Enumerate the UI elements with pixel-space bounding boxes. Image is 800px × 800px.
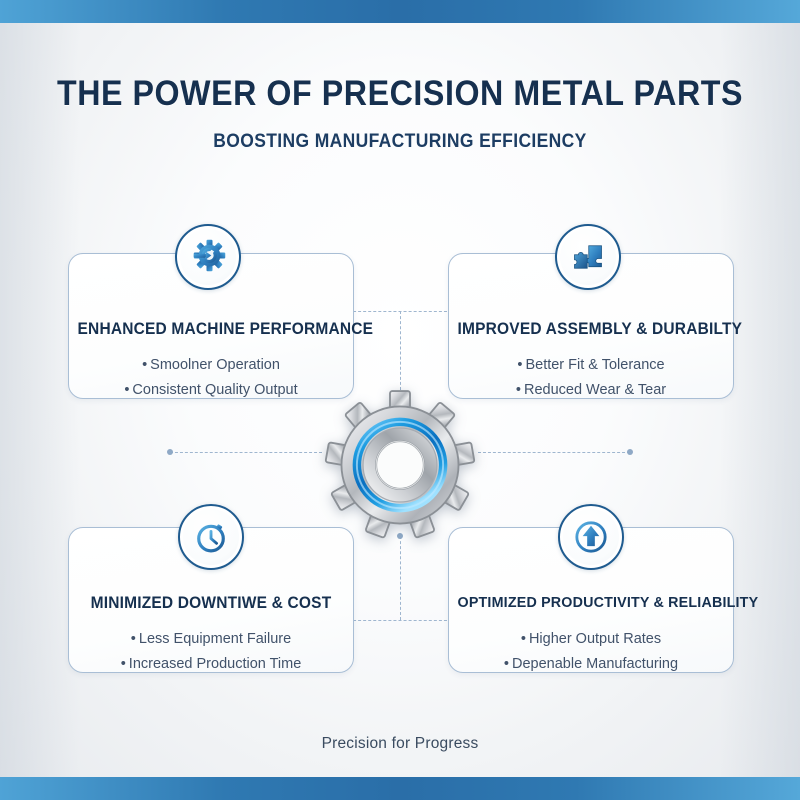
list-item-label: Increased Production Time: [128, 656, 302, 672]
bullet-marker: •: [520, 631, 526, 647]
card-bullet-list: •Better Fit & Tolerance •Reduced Wear & …: [449, 353, 733, 403]
bullet-marker: •: [517, 357, 523, 373]
list-item-label: Smoolner Operation: [150, 357, 280, 373]
bottom-accent-band: [0, 777, 800, 800]
card-bullet-list: •Higher Output Rates •Depenable Manufact…: [449, 627, 733, 677]
connector-top-vertical: [400, 311, 401, 395]
bullet-marker: •: [130, 631, 136, 647]
gear-icon: [324, 390, 476, 539]
stopwatch-icon-badge: [178, 504, 244, 570]
list-item: •Reduced Wear & Tear: [449, 378, 733, 403]
list-item: •Smoolner Operation: [69, 353, 353, 378]
bullet-marker: •: [120, 656, 126, 672]
list-item-label: Less Equipment Failure: [138, 631, 292, 647]
connector-node-left: [167, 449, 173, 455]
connector-node-right: [627, 449, 633, 455]
list-item: •Higher Output Rates: [449, 627, 733, 652]
bullet-marker: •: [142, 357, 148, 373]
list-item: •Increased Production Time: [69, 652, 353, 677]
page-subtitle: BOOSTING MANUFACTURING EFFICIENCY: [213, 131, 587, 152]
card-title: MINIMIZED DOWNTIWE & COST: [90, 594, 332, 612]
page-title: THE POWER OF PRECISION METAL PARTS: [56, 74, 744, 113]
list-item: •Depenable Manufacturing: [449, 652, 733, 677]
footer-tagline: Precision for Progress: [321, 735, 479, 752]
list-item: •Consistent Quality Output: [69, 378, 353, 403]
up-arrow-circle-icon-badge: [558, 504, 624, 570]
puzzle-pieces-icon: [574, 245, 602, 269]
bullet-marker: •: [515, 382, 521, 398]
list-item-label: Better Fit & Tolerance: [525, 357, 665, 373]
card-title: ENHANCED MACHINE PERFORMANCE: [77, 320, 374, 338]
list-item-label: Depenable Manufacturing: [512, 656, 679, 672]
connector-bottom-horizontal: [348, 620, 452, 621]
list-item: •Less Equipment Failure: [69, 627, 353, 652]
gear-settings-icon: [193, 239, 226, 272]
stopwatch-icon: [197, 524, 225, 553]
bullet-marker: •: [503, 656, 509, 672]
card-title: OPTIMIZED PRODUCTIVITY & RELIABILITY: [457, 594, 759, 611]
top-accent-band: [0, 0, 800, 23]
connector-left-horizontal: [170, 452, 322, 453]
card-title: IMPROVED ASSEMBLY & DURABILTY: [457, 320, 743, 338]
up-arrow-circle-icon: [575, 521, 607, 553]
list-item-label: Higher Output Rates: [528, 631, 662, 647]
card-bullet-list: •Smoolner Operation •Consistent Quality …: [69, 353, 353, 403]
list-item-label: Reduced Wear & Tear: [523, 382, 667, 398]
list-item: •Better Fit & Tolerance: [449, 353, 733, 378]
connector-right-horizontal: [478, 452, 630, 453]
gear-settings-icon-badge: [175, 224, 241, 290]
connector-bottom-vertical: [400, 536, 401, 620]
list-item-label: Consistent Quality Output: [132, 382, 298, 398]
puzzle-pieces-icon-badge: [555, 224, 621, 290]
bullet-marker: •: [124, 382, 130, 398]
card-bullet-list: •Less Equipment Failure •Increased Produ…: [69, 627, 353, 677]
